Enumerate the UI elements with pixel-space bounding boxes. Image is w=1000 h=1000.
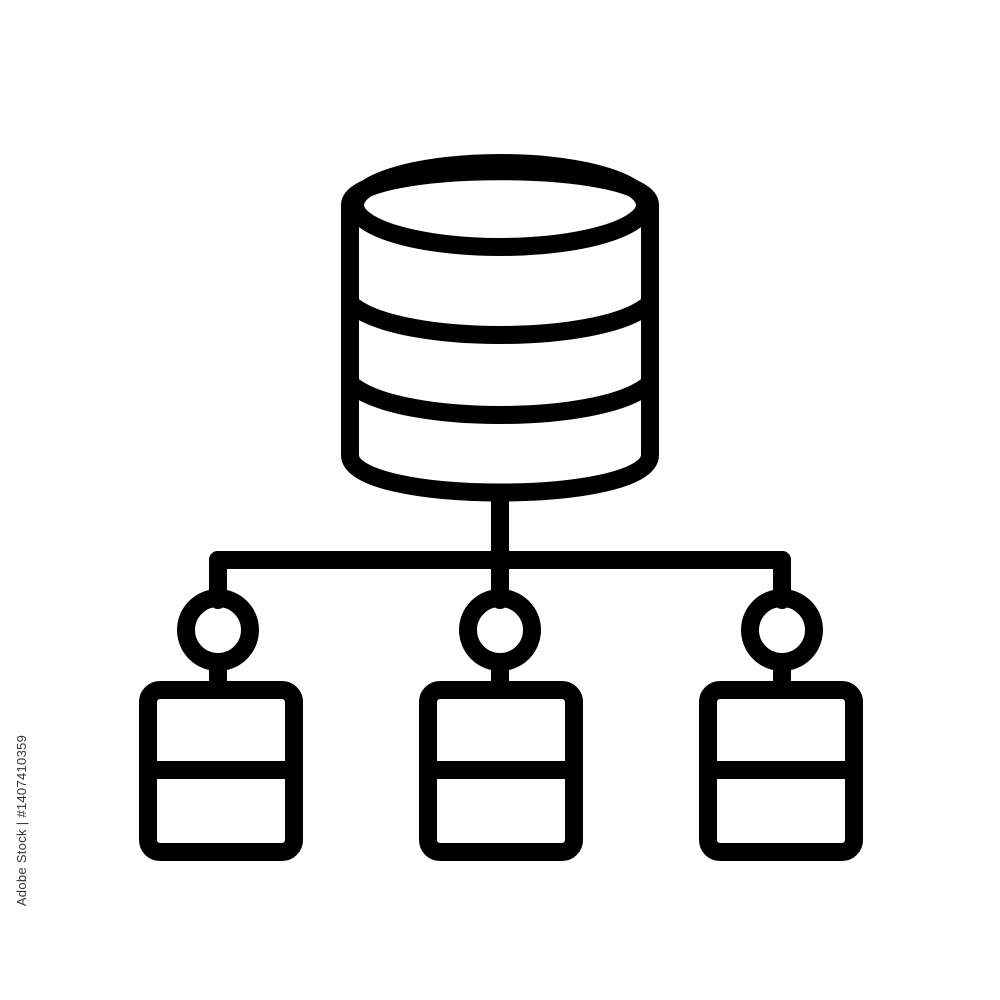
network-connector-lines (209, 491, 791, 609)
stock-id-text: Adobe Stock | #1407410359 (14, 734, 30, 906)
main-database-icon (341, 154, 659, 502)
child-node-center (419, 589, 583, 861)
child-node-left (139, 589, 303, 861)
stock-watermark-id: Adobe Stock | #1407410359 (2, 734, 42, 905)
child-node-right (699, 589, 863, 861)
